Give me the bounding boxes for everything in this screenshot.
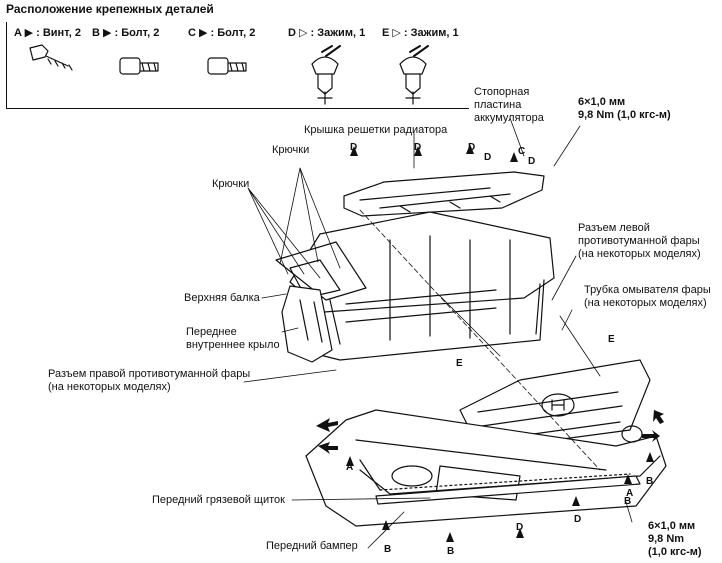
label-hooks-2: Крючки (212, 178, 250, 190)
legend-item-c: C ▶ : Болт, 2 (188, 27, 256, 39)
marker-d-4: D (484, 152, 492, 163)
marker-d-6: D (574, 514, 582, 525)
legend-item-e: E ▷ : Зажим, 1 (382, 27, 459, 39)
marker-b-3: B (646, 476, 654, 487)
marker-c: C (518, 146, 526, 157)
marker-d-2: D (414, 142, 422, 153)
legend-item-a: A ▶ : Винт, 2 (14, 27, 81, 39)
legend-item-d: D ▷ : Зажим, 1 (288, 27, 366, 39)
marker-b-4: B (624, 496, 632, 507)
label-front-bumper: Передний бампер (266, 540, 358, 552)
marker-d-7: D (528, 156, 536, 167)
marker-e-2: E (608, 334, 615, 345)
bolt-icon-c (207, 57, 247, 75)
label-left-fog-connector: Разъем левой противотуманной фары (на не… (578, 222, 701, 260)
label-upper-beam: Верхняя балка (184, 292, 260, 304)
marker-b-1: B (384, 544, 392, 555)
bolt-icon-b (119, 57, 159, 75)
legend-box (6, 22, 469, 109)
screw-icon (29, 44, 73, 71)
label-washer-tube: Трубка омывателя фары (на некоторых моде… (584, 284, 711, 309)
marker-d-1: D (350, 142, 358, 153)
marker-d-3: D (468, 142, 476, 153)
label-splash-shield: Передний грязевой щиток (152, 494, 285, 506)
label-right-fog-connector: Разъем правой противотуманной фары (на н… (48, 368, 251, 393)
marker-e-1: E (456, 358, 463, 369)
clip-icon-d (311, 45, 341, 105)
label-torque-bottom: 6×1,0 мм 9,8 Nm (1,0 кгс-м) (648, 520, 702, 558)
label-hooks-1: Крючки (272, 144, 310, 156)
clip-icon-e (399, 45, 429, 105)
legend-title: Расположение крепежных деталей (6, 2, 214, 16)
label-inner-fender: Переднее внутреннее крыло (186, 326, 280, 351)
label-battery-plate: Стопорная пластина аккумулятора (474, 86, 544, 124)
label-torque-top: 6×1,0 мм 9,8 Nm (1,0 кгс-м) (578, 96, 671, 121)
marker-d-5: D (516, 522, 524, 533)
label-grille-cover: Крышка решетки радиатора (304, 124, 448, 136)
marker-a-left: A (346, 462, 354, 473)
legend-item-b: B ▶ : Болт, 2 (92, 27, 160, 39)
marker-b-2: B (447, 546, 455, 557)
marker-a-right: A (626, 488, 634, 499)
